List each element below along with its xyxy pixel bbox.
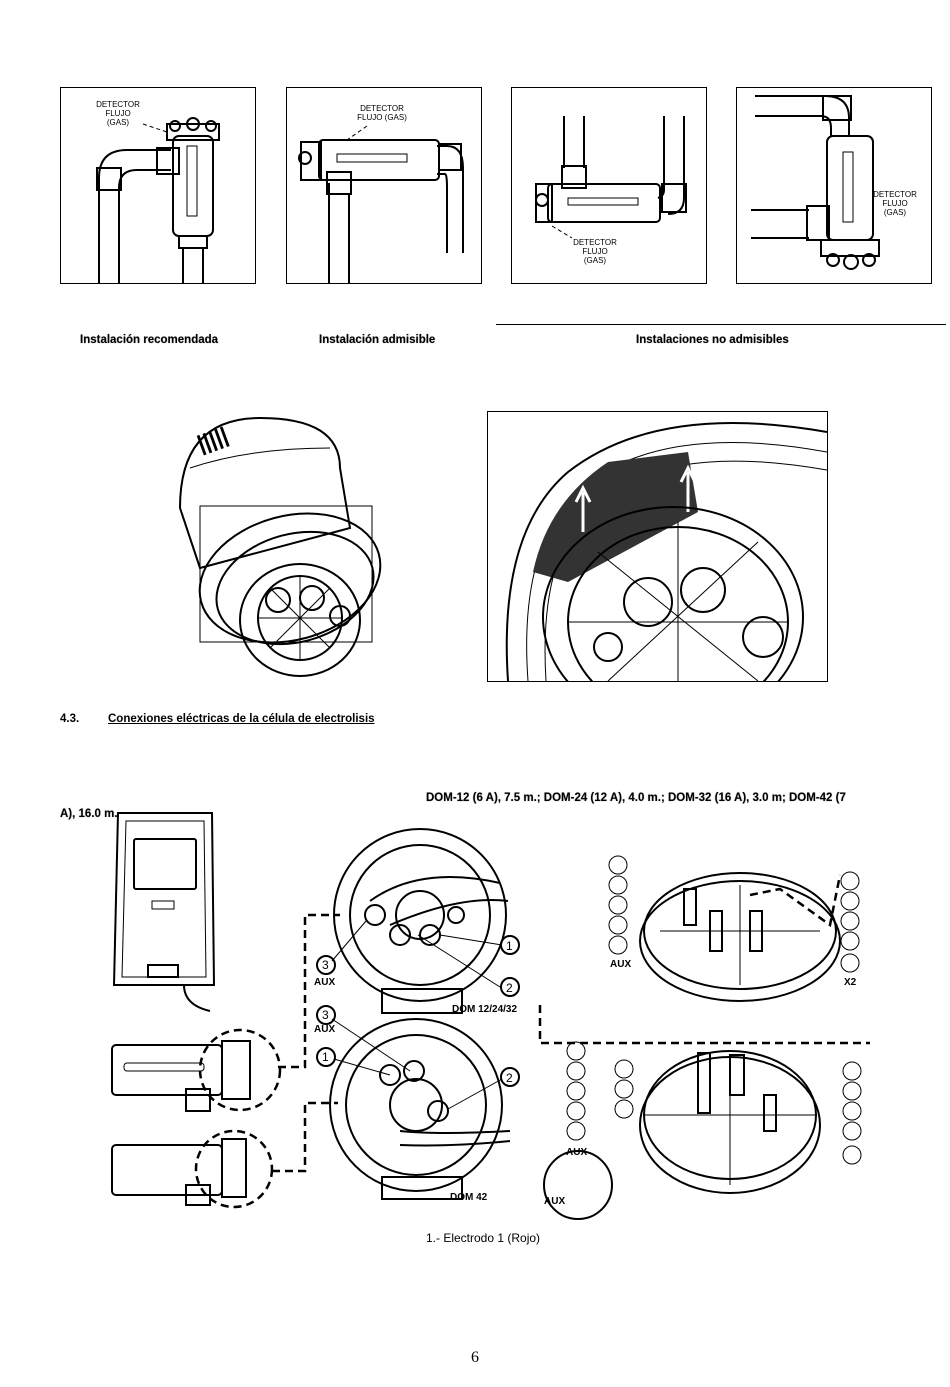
label-aux-bottom: AUX <box>314 1024 335 1035</box>
page-number: 6 <box>471 1349 479 1366</box>
legend-item-electrode-1: 1.- Electrodo 1 (Rojo) <box>426 1231 541 1245</box>
cell-drawings-left <box>111 1028 282 1209</box>
label-n3-bottom: 3 <box>322 1008 329 1022</box>
label-aux-right-top: AUX <box>610 959 631 970</box>
caption-recommended: Instalación recomendada <box>80 334 219 346</box>
pipe-drawing-1 <box>96 117 220 283</box>
label-n1-top: 1 <box>506 939 513 953</box>
cell-top-dom-12-24-32 <box>316 828 520 1014</box>
caption-separator-line <box>496 324 946 325</box>
cell-bottom-dom-42 <box>316 1005 520 1200</box>
label-n2-top: 2 <box>506 981 513 995</box>
specs-line-1: DOM-12 (6 A), 7.5 m.; DOM-24 (12 A), 4.0… <box>426 792 846 804</box>
electrode-plate-bottom-right <box>543 1041 862 1220</box>
label-aux-right-bottom: AUX <box>566 1147 587 1158</box>
label-dom-b: DOM 42 <box>450 1192 488 1203</box>
label-aux-inset: AUX <box>544 1196 565 1207</box>
section-title: Conexiones eléctricas de la célula de el… <box>108 713 375 725</box>
pipe-drawing-2 <box>298 125 464 283</box>
control-unit-drawing <box>112 812 216 1012</box>
caption-not-admissible: Instalaciones no admisibles <box>636 334 789 346</box>
electrolysis-cell-detail-drawing <box>487 411 828 682</box>
electrolysis-cell-drawing: ||||| <box>178 416 382 677</box>
label-n3-top: 3 <box>322 958 329 972</box>
label-aux-top: AUX <box>314 977 335 988</box>
label-n2-bottom: 2 <box>506 1071 513 1085</box>
label-n1-bottom: 1 <box>322 1050 329 1064</box>
wiring-diagram: 1 2 3 AUX DOM 12/24/32 3 AUX 1 2 DOM 42 … <box>111 812 870 1220</box>
caption-admissible: Instalación admisible <box>319 334 436 346</box>
label-x2: X2 <box>844 977 857 988</box>
label-dom-a: DOM 12/24/32 <box>452 1004 517 1015</box>
specs-line-2: A), 16.0 m. <box>60 808 118 820</box>
section-number: 4.3. <box>60 713 80 725</box>
pipe-drawing-4 <box>751 95 880 270</box>
svg-text:|||||: ||||| <box>194 422 231 456</box>
pipe-drawing-3 <box>535 116 687 239</box>
electrode-plate-top-right <box>608 855 860 1002</box>
